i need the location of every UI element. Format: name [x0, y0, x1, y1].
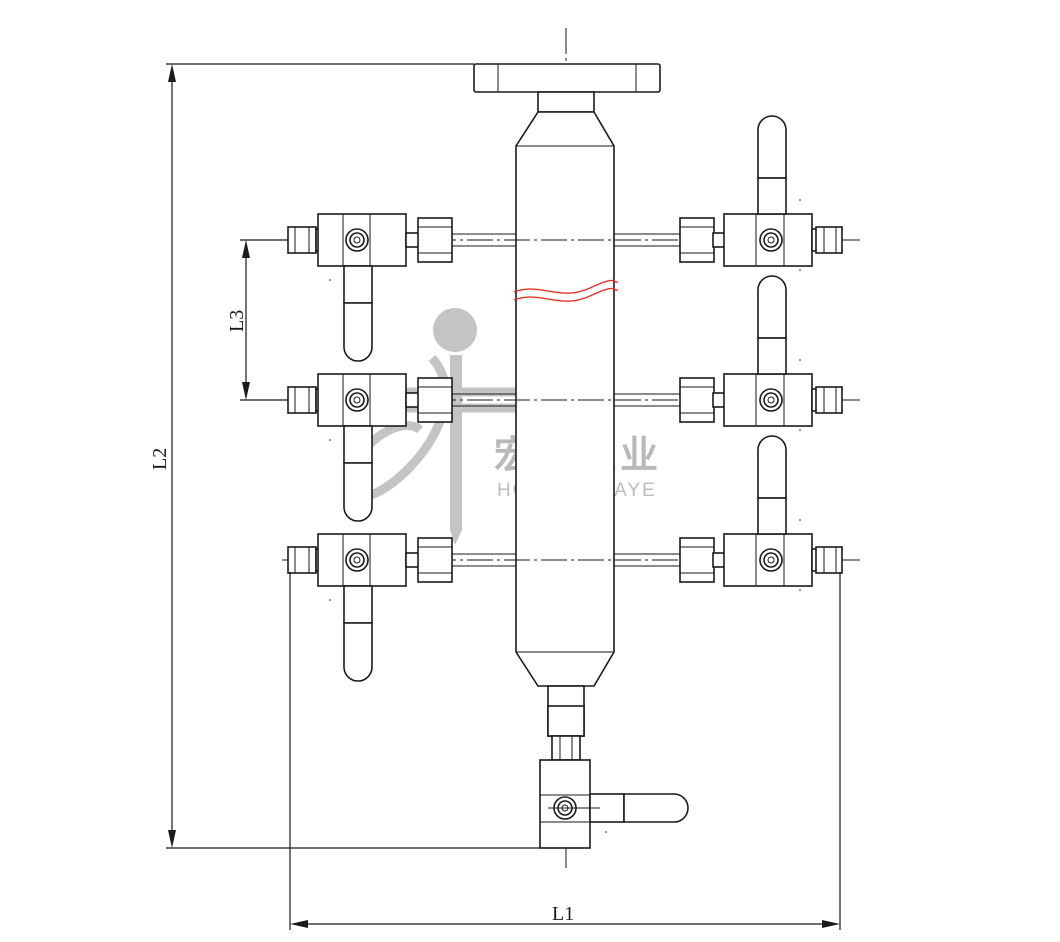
watermark-logo-stem	[450, 355, 462, 545]
condensate-chamber	[515, 111, 615, 687]
dimension-l1-label: L1	[552, 903, 574, 925]
top-flange	[473, 63, 661, 113]
drain-valve	[539, 759, 689, 849]
drain-line	[547, 685, 585, 761]
break-mark	[513, 279, 619, 302]
dimension-l3-label: L3	[226, 310, 248, 332]
right-valve-top	[613, 115, 843, 272]
left-valve-top	[287, 213, 517, 362]
dimension-l2: L2	[149, 63, 540, 849]
dimension-l2-label: L2	[149, 448, 171, 470]
dimension-l1: L1	[289, 572, 841, 930]
dimension-l3: L3	[226, 239, 288, 401]
watermark-logo-dot	[433, 308, 477, 352]
right-valve-middle	[613, 275, 843, 432]
left-valve-bottom	[287, 533, 517, 682]
